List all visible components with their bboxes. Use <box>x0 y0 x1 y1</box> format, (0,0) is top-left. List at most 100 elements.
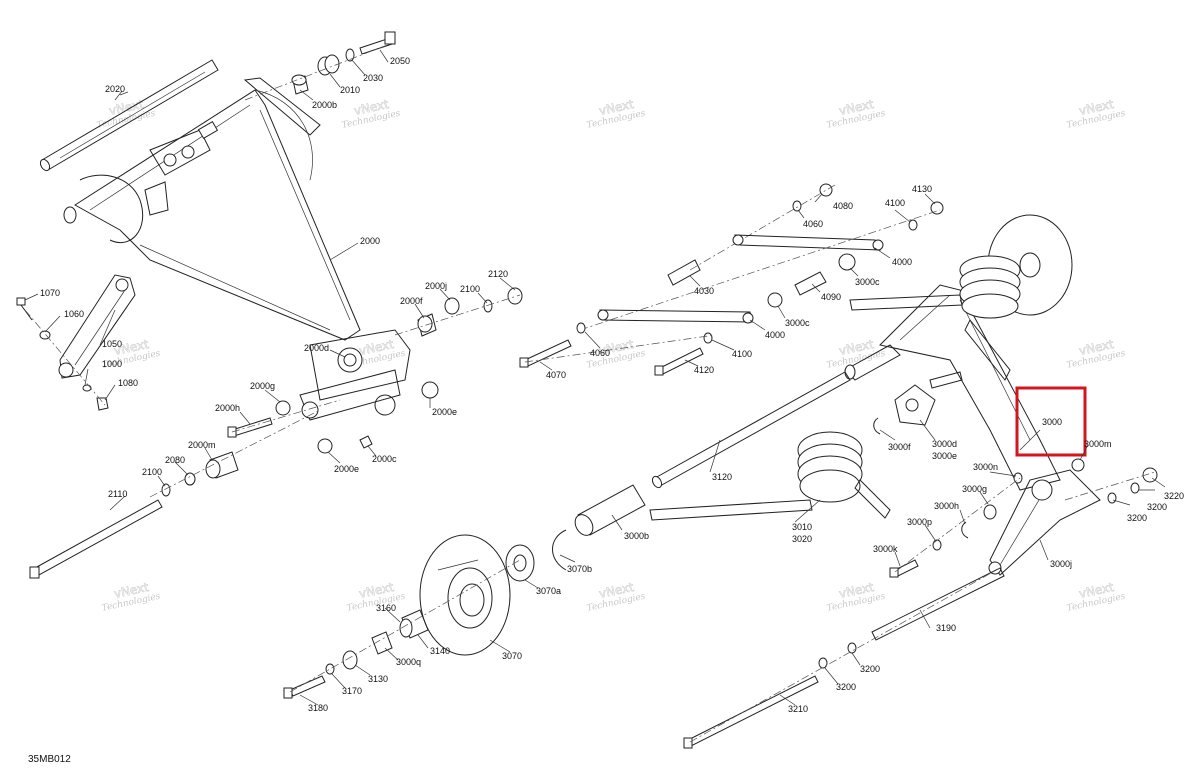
label-3200-a[interactable]: 3200 <box>1147 502 1167 512</box>
label-3000f[interactable]: 3000f <box>888 442 911 452</box>
link-1050 <box>58 274 136 379</box>
label-3000n[interactable]: 3000n <box>973 462 998 472</box>
watermark: vNext Technologies <box>826 337 887 371</box>
label-2100[interactable]: 2100 <box>460 284 480 294</box>
label-3200-d[interactable]: 3200 <box>836 682 856 692</box>
label-3120[interactable]: 3120 <box>712 472 732 482</box>
a-frame-2000 <box>63 77 411 421</box>
label-2050[interactable]: 2050 <box>390 56 410 66</box>
label-2000e-top[interactable]: 2000e <box>432 407 457 417</box>
label-3000g[interactable]: 3000g <box>962 484 987 494</box>
washer-3200-d <box>818 657 828 669</box>
label-3200-c[interactable]: 3200 <box>860 664 880 674</box>
nut-4130 <box>930 201 944 215</box>
washer-4060-lower <box>576 322 586 334</box>
link-4000-upper <box>732 234 884 251</box>
label-4120[interactable]: 4120 <box>694 365 714 375</box>
label-2000g[interactable]: 2000g <box>250 381 275 391</box>
label-3000j[interactable]: 3000j <box>1050 559 1072 569</box>
washer-3000n <box>1013 472 1023 484</box>
label-3000c-lower[interactable]: 3000c <box>785 318 810 328</box>
bushing-3000g <box>983 504 997 520</box>
label-3070[interactable]: 3070 <box>502 651 522 661</box>
label-2100-lower[interactable]: 2100 <box>142 467 162 477</box>
label-2000e-bottom[interactable]: 2000e <box>334 464 359 474</box>
label-4030[interactable]: 4030 <box>694 286 714 296</box>
label-3000m[interactable]: 3000m <box>1084 439 1112 449</box>
label-2000[interactable]: 2000 <box>360 236 380 246</box>
label-2000j[interactable]: 2000j <box>425 281 447 291</box>
watermark: vNext Technologies <box>826 580 887 614</box>
label-3020[interactable]: 3020 <box>792 534 812 544</box>
washer-3200-a <box>1130 482 1140 494</box>
label-1000[interactable]: 1000 <box>102 359 122 369</box>
label-2080[interactable]: 2080 <box>165 455 185 465</box>
label-4130[interactable]: 4130 <box>912 184 932 194</box>
label-4000-upper[interactable]: 4000 <box>892 257 912 267</box>
washer-2100 <box>483 299 493 313</box>
washer-2100-lower <box>161 483 171 497</box>
label-3210[interactable]: 3210 <box>788 704 808 714</box>
label-3130[interactable]: 3130 <box>368 674 388 684</box>
label-3190[interactable]: 3190 <box>936 623 956 633</box>
label-2030[interactable]: 2030 <box>363 73 383 83</box>
label-2120[interactable]: 2120 <box>488 269 508 279</box>
label-4060-lower[interactable]: 4060 <box>590 348 610 358</box>
label-3000q[interactable]: 3000q <box>396 657 421 667</box>
label-3000h[interactable]: 3000h <box>934 501 959 511</box>
label-3000b[interactable]: 3000b <box>624 531 649 541</box>
bushing-2000m <box>205 451 239 479</box>
label-4000-lower[interactable]: 4000 <box>765 330 785 340</box>
label-2010[interactable]: 2010 <box>340 85 360 95</box>
label-4080[interactable]: 4080 <box>833 201 853 211</box>
label-1050[interactable]: 1050 <box>102 339 122 349</box>
label-4060[interactable]: 4060 <box>803 219 823 229</box>
label-3170[interactable]: 3170 <box>342 686 362 696</box>
label-3220[interactable]: 3220 <box>1164 491 1184 501</box>
washer-3170 <box>325 663 335 675</box>
label-3160[interactable]: 3160 <box>376 603 396 613</box>
watermark: vNext Technologies <box>96 97 157 131</box>
label-3070b[interactable]: 3070b <box>567 564 592 574</box>
watermark: vNext Technologies <box>826 97 887 131</box>
label-3140[interactable]: 3140 <box>430 646 450 656</box>
label-4070[interactable]: 4070 <box>546 370 566 380</box>
label-1070[interactable]: 1070 <box>40 288 60 298</box>
label-2000d[interactable]: 2000d <box>304 343 329 353</box>
sleeve-3000b <box>574 484 646 536</box>
label-3000d[interactable]: 3000d <box>932 439 957 449</box>
label-3000e[interactable]: 3000e <box>932 451 957 461</box>
bushing-2000j <box>444 297 460 315</box>
shaft-2020 <box>39 59 219 172</box>
wheel-3070 <box>419 534 511 656</box>
label-3000c-top[interactable]: 3000c <box>855 277 880 287</box>
label-3000k[interactable]: 3000k <box>873 544 898 554</box>
label-2000f[interactable]: 2000f <box>400 296 423 306</box>
watermark: vNext Technologies <box>586 580 647 614</box>
bushing-3000q <box>371 631 393 655</box>
label-3000[interactable]: 3000 <box>1042 417 1062 427</box>
label-2000h[interactable]: 2000h <box>215 403 240 413</box>
label-3200-b[interactable]: 3200 <box>1127 513 1147 523</box>
bushing-4030 <box>667 259 701 286</box>
label-4100-lower[interactable]: 4100 <box>732 349 752 359</box>
label-2000c[interactable]: 2000c <box>372 454 397 464</box>
label-2020[interactable]: 2020 <box>105 84 125 94</box>
label-3070a[interactable]: 3070a <box>536 586 561 596</box>
label-3010[interactable]: 3010 <box>792 522 812 532</box>
bolt-1070 <box>16 297 33 321</box>
label-2000m[interactable]: 2000m <box>188 440 216 450</box>
label-4100[interactable]: 4100 <box>885 198 905 208</box>
label-1060[interactable]: 1060 <box>64 309 84 319</box>
label-4090[interactable]: 4090 <box>821 292 841 302</box>
label-3000p[interactable]: 3000p <box>907 517 932 527</box>
label-1080[interactable]: 1080 <box>118 378 138 388</box>
bolt-3180 <box>283 675 326 699</box>
highlight-box-3000 <box>1015 386 1087 457</box>
label-2110[interactable]: 2110 <box>108 489 127 499</box>
washer-3200-c <box>847 642 857 654</box>
watermark: vNext Technologies <box>341 97 402 131</box>
label-3180[interactable]: 3180 <box>308 703 328 713</box>
rear-frame-3000 <box>844 214 1101 576</box>
label-2000b[interactable]: 2000b <box>312 100 337 110</box>
